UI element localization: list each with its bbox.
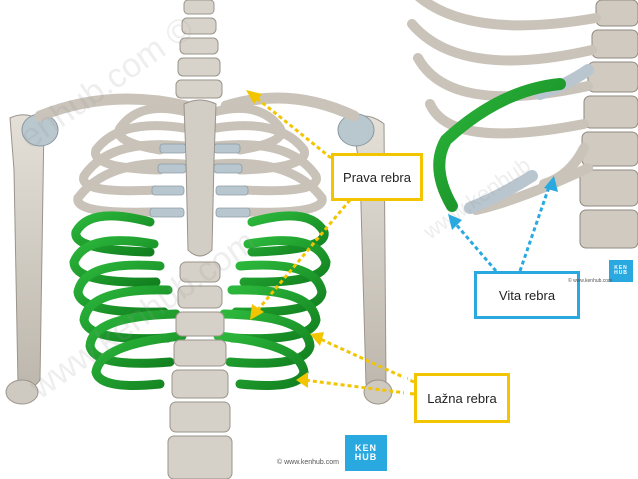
- floating-ribs-arrowheads: [448, 176, 558, 230]
- logo-line-2: HUB: [354, 452, 378, 462]
- right-elbow: [363, 379, 393, 405]
- credit-text: © www.kenhub.com: [568, 278, 613, 284]
- vertebral-column: [579, 0, 638, 249]
- floating-ribs-label: Vita rebra: [474, 271, 580, 319]
- left-elbow: [5, 379, 39, 405]
- cervical-spine: [175, 0, 223, 99]
- floating-ribs-arrows: [452, 183, 552, 272]
- panel-divider: [404, 0, 407, 479]
- rib-lateral-view: www.kenhub: [407, 0, 638, 300]
- logo-line-2: HUB: [614, 270, 628, 276]
- logo-line-1: KEN: [614, 264, 628, 271]
- logo-line-1: KEN: [354, 442, 377, 453]
- credit-text: © www.kenhub.com: [277, 459, 339, 466]
- false-ribs-green: [69, 211, 331, 390]
- true-ribs-arrows: [253, 94, 352, 313]
- thorax-front-view: enhub.com © www.kenhub.com: [5, 0, 393, 479]
- false-ribs-label: Lažna rebra: [414, 373, 510, 423]
- left-clavicle: [34, 93, 192, 122]
- kenhub-logo-icon: KEN HUB: [609, 260, 633, 282]
- sternum: [183, 99, 217, 257]
- lower-spine: [167, 261, 233, 479]
- false-ribs-arrowheads: [296, 332, 324, 388]
- left-humerus: [9, 114, 45, 388]
- false-ribs-arrows: [303, 336, 415, 396]
- right-clavicle: [220, 92, 360, 122]
- floating-rib-green: [433, 78, 566, 212]
- true-ribs-arrowheads: [246, 90, 264, 320]
- true-ribs-label: Prava rebra: [331, 153, 423, 201]
- true-ribs-gray: [73, 103, 327, 217]
- kenhub-logo-icon: KEN HUB: [345, 435, 387, 471]
